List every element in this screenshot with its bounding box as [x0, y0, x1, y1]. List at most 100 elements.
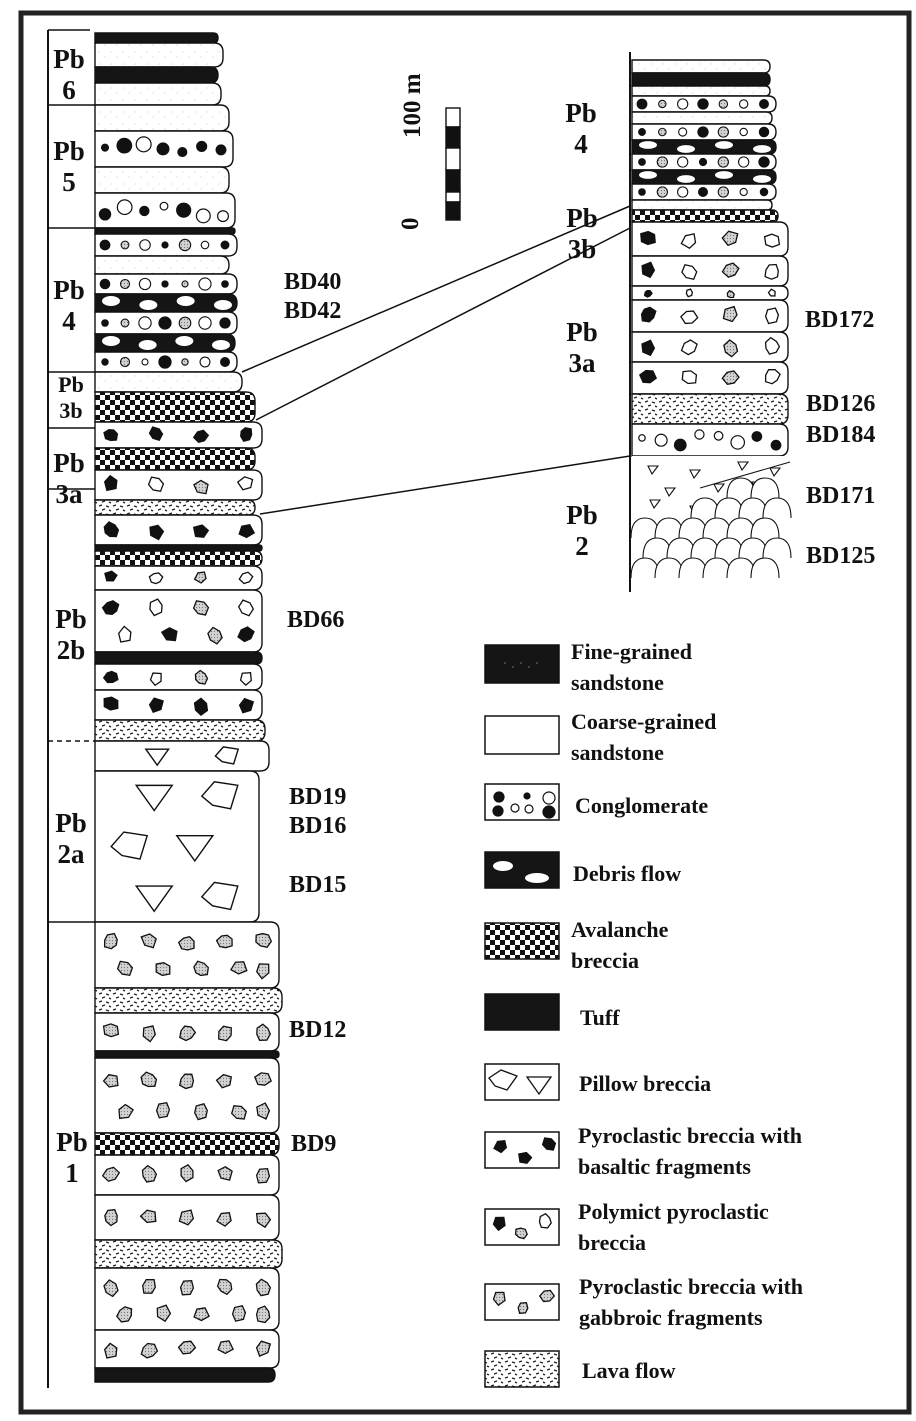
sample-label-line: BD184: [806, 422, 875, 448]
left-bed-poly: [95, 664, 262, 690]
legend-symbol-fine: [485, 645, 559, 683]
sample-label-line: BD19: [289, 784, 346, 810]
legend-symbol-lava: [485, 1351, 559, 1387]
right-unit-label: Pb4: [561, 98, 601, 160]
right-bed-debris: [632, 140, 776, 154]
sample-label-line: BD42: [284, 298, 341, 324]
right-bed-poly: [632, 256, 788, 286]
left-bed-lava: [95, 1240, 282, 1268]
left-bed-pillow: [95, 741, 269, 771]
right-bed-poly: [632, 362, 788, 394]
sample-label-line: BD66: [287, 607, 344, 633]
sample-label: BD9: [291, 1132, 336, 1156]
left-unit-label-line: 2b: [51, 635, 91, 666]
left-bed-coarse: [95, 43, 223, 67]
legend-label-line: sandstone: [571, 667, 692, 698]
legend-symbol-avalanche: [485, 923, 559, 959]
left-bed-poly: [95, 566, 262, 590]
left-unit-label: Pb3a: [49, 448, 89, 510]
sample-label: BD19: [289, 785, 346, 809]
legend-symbol-gabbroic: [485, 1284, 559, 1320]
right-bed-coarse: [632, 86, 770, 96]
sample-label-line: BD15: [289, 872, 346, 898]
legend-label-line: Fine-grained: [571, 636, 692, 667]
sample-label: BD16: [289, 814, 346, 838]
left-unit-label-line: Pb: [49, 136, 89, 167]
left-bed-aval: [95, 1133, 279, 1155]
sample-label: BD15: [289, 873, 346, 897]
sample-label-line: BD126: [806, 391, 875, 417]
scale-label-top: 100 m: [400, 73, 425, 138]
legend-label: Coarse-grainedsandstone: [571, 706, 716, 768]
right-unit-label: Pb3b: [562, 203, 602, 265]
left-unit-label-line: Pb: [49, 448, 89, 479]
left-bed-lava: [95, 500, 255, 515]
right-bed-coarse: [632, 60, 770, 73]
left-bed-tuff: [95, 1051, 279, 1058]
legend-symbol-conglomerate: [485, 784, 559, 820]
right-bed-poly: [632, 332, 788, 362]
left-unit-label-line: Pb: [52, 1127, 92, 1158]
legend-label-line: breccia: [578, 1227, 769, 1258]
sample-label-line: BD125: [806, 543, 875, 569]
right-unit-label-line: 3a: [562, 348, 602, 379]
left-bed-cong: [95, 131, 233, 167]
left-unit-label-line: Pb: [51, 372, 91, 398]
right-bed-lava: [632, 394, 788, 424]
left-bed-conglite: [95, 352, 237, 372]
scale-label-top-line: 100 m: [399, 73, 426, 138]
left-unit-label-line: Pb: [49, 44, 89, 75]
left-bed-debris: [95, 334, 235, 352]
sample-label: BD126: [806, 392, 875, 416]
legend-symbol-debris: [485, 852, 559, 888]
left-unit-label-line: Pb: [49, 275, 89, 306]
right-bed-tuff: [632, 73, 770, 86]
right-bed-pillow-lava: [631, 456, 791, 582]
right-bed-conglite: [632, 184, 776, 200]
left-unit-label-line: 6: [49, 75, 89, 106]
sample-label: BD40: [284, 270, 341, 294]
legend-label-line: sandstone: [571, 737, 716, 768]
sample-label: BD12: [289, 1018, 346, 1042]
right-bed-poly: [632, 300, 788, 332]
left-bed-gab: [95, 1058, 279, 1133]
left-bed-lava: [95, 720, 265, 741]
left-bed-tuff: [95, 228, 235, 234]
sample-label: BD171: [806, 484, 875, 508]
left-unit-label-line: 1: [52, 1158, 92, 1189]
left-bed-tuff: [95, 33, 218, 43]
sample-label: BD125: [806, 544, 875, 568]
scale-label-bottom-line: 0: [397, 218, 424, 231]
legend-label: Pyroclastic breccia withgabbroic fragmen…: [579, 1271, 803, 1333]
right-unit-label: Pb3a: [562, 317, 602, 379]
legend-label-line: Polymict pyroclastic: [578, 1196, 769, 1227]
legend-label: Pyroclastic breccia withbasaltic fragmen…: [578, 1120, 802, 1182]
sample-label-line: BD9: [291, 1131, 336, 1157]
legend-label-line: Coarse-grained: [571, 706, 716, 737]
left-bed-aval: [95, 551, 262, 566]
legend-label: Avalanchebreccia: [571, 914, 668, 976]
left-unit-label-line: Pb: [51, 808, 91, 839]
scale-label-bottom: 0: [398, 218, 423, 231]
right-bed-debris: [632, 170, 776, 184]
legend-label: Pillow breccia: [579, 1068, 711, 1099]
sample-label-line: BD16: [289, 813, 346, 839]
left-bed-gab: [95, 1013, 279, 1051]
left-bed-basalt: [95, 515, 262, 545]
legend-label-line: Pyroclastic breccia with: [579, 1271, 803, 1302]
left-unit-label-line: 2a: [51, 839, 91, 870]
sample-label-line: BD172: [805, 307, 874, 333]
legend-label-line: breccia: [571, 945, 668, 976]
left-bed-aval: [95, 448, 255, 470]
legend-label-line: basaltic fragments: [578, 1151, 802, 1182]
left-bed-tuff: [95, 1368, 275, 1382]
sample-label-line: BD12: [289, 1017, 346, 1043]
sample-label: BD172: [805, 308, 874, 332]
left-bed-coarse: [95, 105, 229, 131]
sample-label: BD184: [806, 423, 875, 447]
